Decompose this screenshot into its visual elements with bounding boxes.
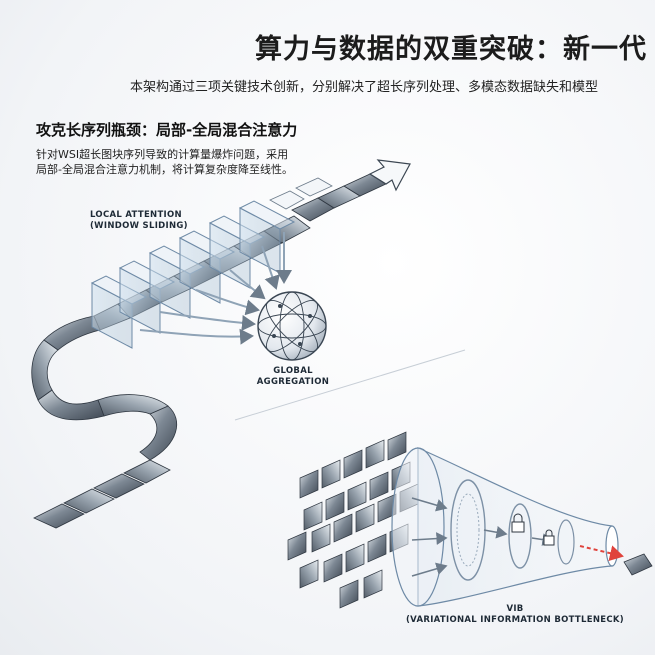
global-aggregation-label-line-2: AGGREGATION bbox=[256, 377, 330, 387]
local-attention-label-line-2: (WINDOW SLIDING) bbox=[90, 221, 188, 231]
funnel-arrows bbox=[411, 497, 554, 577]
page-title: 算力与数据的双重突破：新一代 bbox=[255, 34, 647, 65]
section-description-line-1: 针对WSI超长图块序列导致的计算量爆炸问题，采用 bbox=[36, 148, 289, 161]
tile-path-upper bbox=[269, 159, 411, 222]
section-divider bbox=[234, 349, 466, 421]
vib-funnel bbox=[391, 447, 619, 607]
vib-label-line-1: VIB bbox=[506, 604, 524, 614]
section-title: 攻克长序列瓶颈：局部-全局混合注意力 bbox=[36, 121, 298, 139]
aggregation-arrows bbox=[139, 232, 292, 345]
local-attention-label: LOCAL ATTENTION (WINDOW SLIDING) bbox=[90, 210, 188, 232]
lock-icon bbox=[511, 513, 555, 546]
tile-path-lower bbox=[31, 303, 178, 529]
vib-label: VIB (VARIATIONAL INFORMATION BOTTLENECK) bbox=[400, 604, 630, 626]
global-aggregation-label-line-1: GLOBAL bbox=[273, 366, 313, 376]
section-description-line-2: 局部-全局混合注意力机制，将计算复杂度降至线性。 bbox=[36, 163, 293, 176]
vib-label-line-2: (VARIATIONAL INFORMATION BOTTLENECK) bbox=[406, 615, 624, 625]
global-aggregation-label: GLOBAL AGGREGATION bbox=[250, 366, 336, 388]
local-attention-windows bbox=[90, 200, 296, 349]
page-subtitle: 本架构通过三项关键技术创新，分别解决了超长序列处理、多模态数据缺失和模型 bbox=[130, 80, 599, 95]
local-attention-label-line-1: LOCAL ATTENTION bbox=[90, 210, 182, 220]
global-aggregation-sphere bbox=[257, 291, 327, 361]
vib-output bbox=[579, 545, 653, 576]
